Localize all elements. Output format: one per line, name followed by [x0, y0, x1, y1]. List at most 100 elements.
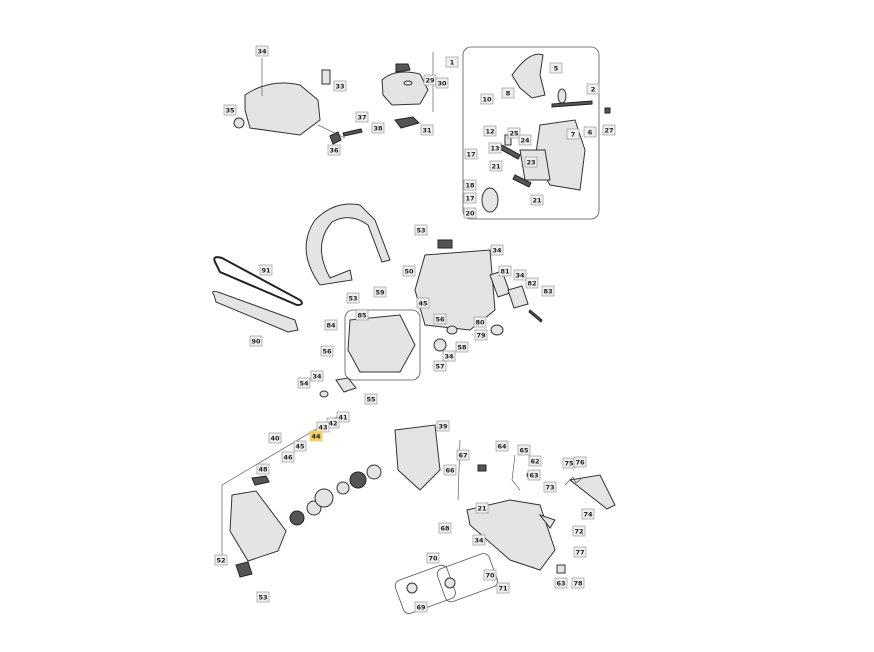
- callout-23[interactable]: 23: [524, 156, 538, 168]
- callout-37[interactable]: 37: [355, 111, 369, 123]
- callout-number[interactable]: 67: [458, 451, 467, 459]
- callout-box[interactable]: [414, 224, 428, 236]
- callout-29[interactable]: 29: [423, 74, 437, 86]
- callout-number[interactable]: 21: [491, 162, 501, 170]
- callout-34[interactable]: 34: [490, 244, 504, 256]
- callout-number[interactable]: 55: [366, 395, 376, 403]
- callout-box[interactable]: [464, 148, 478, 160]
- callout-21[interactable]: 21: [530, 194, 544, 206]
- callout-box[interactable]: [488, 142, 502, 154]
- callout-number[interactable]: 53: [348, 294, 357, 302]
- callout-27[interactable]: 27: [602, 124, 616, 136]
- callout-21[interactable]: 21: [475, 502, 489, 514]
- callout-number[interactable]: 17: [465, 194, 474, 202]
- callout-number[interactable]: 52: [216, 556, 225, 564]
- callout-box[interactable]: [333, 80, 347, 92]
- callout-box[interactable]: [572, 525, 586, 537]
- callout-40[interactable]: 40: [268, 432, 282, 444]
- callout-number[interactable]: 1: [450, 58, 455, 66]
- callout-box[interactable]: [583, 126, 597, 138]
- callout-12[interactable]: 12: [483, 125, 497, 137]
- callout-70[interactable]: 70: [483, 569, 497, 581]
- callout-box[interactable]: [416, 297, 430, 309]
- callout-number[interactable]: 68: [440, 524, 450, 532]
- callout-box[interactable]: [414, 601, 428, 613]
- callout-number[interactable]: 84: [326, 321, 336, 329]
- callout-34[interactable]: 34: [513, 269, 527, 281]
- callout-number[interactable]: 31: [422, 126, 432, 134]
- callout-number[interactable]: 25: [509, 129, 519, 137]
- callout-66[interactable]: 66: [443, 464, 457, 476]
- callout-45[interactable]: 45: [293, 440, 307, 452]
- callout-box[interactable]: [495, 440, 509, 452]
- callout-number[interactable]: 85: [357, 311, 367, 319]
- callout-38[interactable]: 38: [371, 122, 385, 134]
- callout-68[interactable]: 68: [438, 522, 452, 534]
- callout-box[interactable]: [463, 179, 477, 191]
- callout-65[interactable]: 65: [517, 444, 531, 456]
- callout-box[interactable]: [223, 104, 237, 116]
- callout-number[interactable]: 72: [574, 527, 583, 535]
- callout-box[interactable]: [524, 156, 538, 168]
- callout-number[interactable]: 71: [498, 584, 508, 592]
- callout-box[interactable]: [256, 463, 270, 475]
- callout-number[interactable]: 40: [270, 434, 280, 442]
- callout-number[interactable]: 34: [515, 271, 525, 279]
- callout-36[interactable]: 36: [327, 144, 341, 156]
- callout-number[interactable]: 2: [591, 85, 596, 93]
- callout-53[interactable]: 53: [346, 292, 360, 304]
- callout-number[interactable]: 70: [485, 571, 495, 579]
- callout-box[interactable]: [475, 502, 489, 514]
- callout-box[interactable]: [320, 345, 334, 357]
- callout-44[interactable]: 44: [309, 430, 323, 442]
- callout-number[interactable]: 65: [519, 446, 529, 454]
- callout-56[interactable]: 56: [320, 345, 334, 357]
- callout-box[interactable]: [214, 554, 228, 566]
- callout-box[interactable]: [355, 111, 369, 123]
- callout-number[interactable]: 42: [328, 419, 337, 427]
- callout-number[interactable]: 21: [532, 196, 542, 204]
- callout-box[interactable]: [297, 377, 311, 389]
- callout-91[interactable]: 91: [259, 264, 273, 276]
- callout-box[interactable]: [255, 45, 269, 57]
- callout-box[interactable]: [443, 464, 457, 476]
- callout-45[interactable]: 45: [416, 297, 430, 309]
- callout-box[interactable]: [483, 569, 497, 581]
- callout-number[interactable]: 91: [261, 266, 271, 274]
- callout-77[interactable]: 77: [573, 546, 587, 558]
- callout-box[interactable]: [316, 421, 330, 433]
- callout-69[interactable]: 69: [414, 601, 428, 613]
- callout-5[interactable]: 5: [549, 62, 563, 74]
- callout-57[interactable]: 57: [433, 360, 447, 372]
- callout-number[interactable]: 80: [475, 318, 485, 326]
- callout-8[interactable]: 8: [501, 87, 515, 99]
- callout-number[interactable]: 54: [299, 379, 309, 387]
- callout-number[interactable]: 59: [375, 288, 385, 296]
- callout-number[interactable]: 20: [465, 209, 475, 217]
- callout-number[interactable]: 33: [335, 82, 344, 90]
- callout-number[interactable]: 41: [338, 413, 348, 421]
- callout-number[interactable]: 78: [573, 579, 583, 587]
- callout-box[interactable]: [420, 124, 434, 136]
- callout-18[interactable]: 18: [463, 179, 477, 191]
- callout-box[interactable]: [455, 341, 469, 353]
- callout-20[interactable]: 20: [463, 207, 477, 219]
- callout-box[interactable]: [573, 546, 587, 558]
- callout-box[interactable]: [256, 591, 270, 603]
- callout-number[interactable]: 45: [295, 442, 305, 450]
- callout-41[interactable]: 41: [336, 411, 350, 423]
- callout-number[interactable]: 48: [258, 465, 268, 473]
- callout-box[interactable]: [472, 534, 486, 546]
- callout-box[interactable]: [281, 451, 295, 463]
- callout-58[interactable]: 58: [455, 341, 469, 353]
- callout-box[interactable]: [517, 444, 531, 456]
- callout-box[interactable]: [463, 192, 477, 204]
- callout-box[interactable]: [474, 329, 488, 341]
- callout-number[interactable]: 8: [506, 89, 511, 97]
- callout-box[interactable]: [581, 508, 595, 520]
- callout-80[interactable]: 80: [473, 316, 487, 328]
- callout-box[interactable]: [249, 335, 263, 347]
- callout-number[interactable]: 63: [556, 579, 565, 587]
- callout-56[interactable]: 56: [433, 313, 447, 325]
- callout-34[interactable]: 34: [255, 45, 269, 57]
